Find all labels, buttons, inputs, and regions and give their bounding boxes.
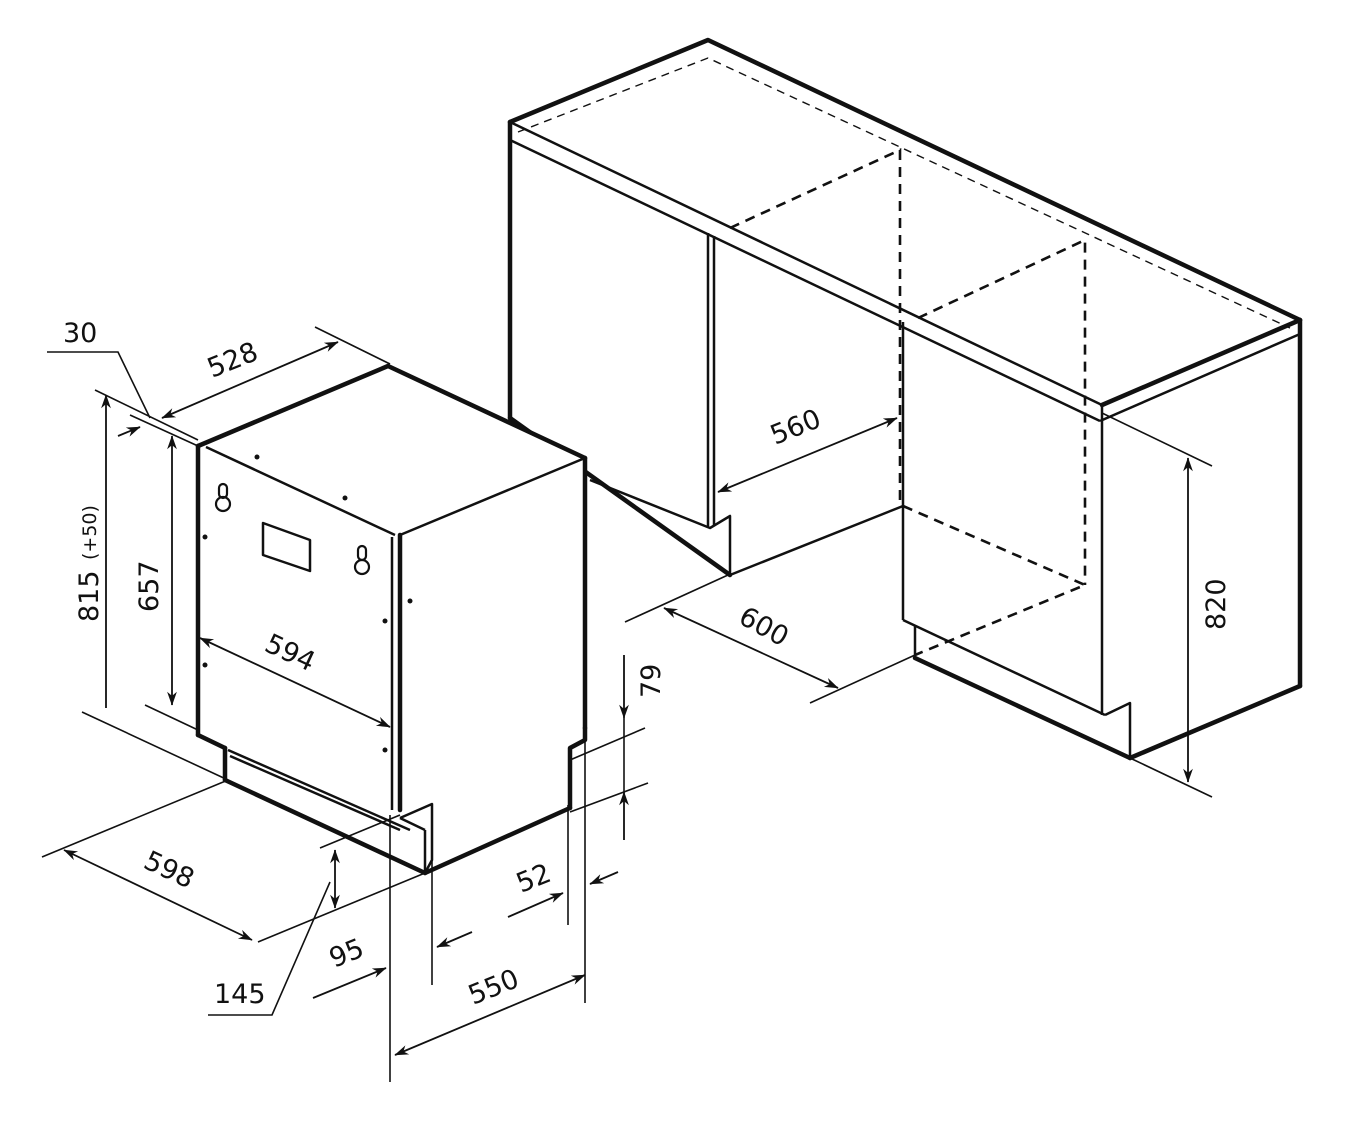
plinth-vertical-label: 145 xyxy=(214,979,266,1010)
keyhole-left-icon xyxy=(214,482,232,513)
body-height-label: 657 xyxy=(134,560,165,612)
dishwasher xyxy=(195,363,588,876)
niche-height-label: 820 xyxy=(1201,578,1232,630)
total-height-label: 815 xyxy=(74,570,105,622)
keyhole-right-icon xyxy=(353,544,371,576)
door-depth-label: 52 xyxy=(512,858,555,900)
niche-width-label: 600 xyxy=(734,601,794,653)
plinth-offset-label: 95 xyxy=(325,933,368,975)
label-plate xyxy=(261,521,312,573)
top-depth-label: 528 xyxy=(203,336,262,384)
niche-depth-label: 560 xyxy=(766,403,825,451)
base-depth-label: 598 xyxy=(139,845,199,895)
height-adjustment-label: (+50) xyxy=(79,505,101,560)
top-offset-label: 30 xyxy=(63,318,97,349)
cabinet-niche: 560 600 820 xyxy=(507,37,1303,798)
plinth-height-label: 79 xyxy=(636,664,667,698)
